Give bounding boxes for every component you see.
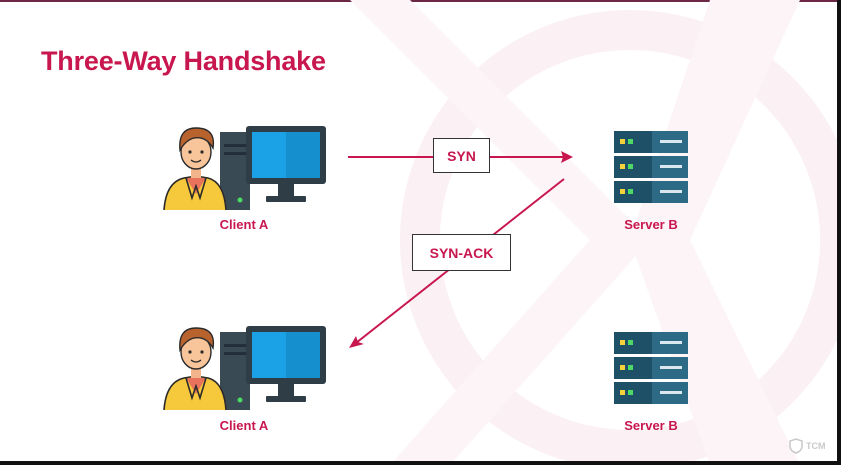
top-accent-bar bbox=[0, 0, 841, 2]
server-icon bbox=[614, 332, 688, 404]
server-top-label: Server B bbox=[624, 217, 678, 232]
bottom-edge-bar bbox=[0, 461, 841, 465]
syn-ack-arrowhead bbox=[349, 336, 364, 348]
server-bottom-label: Server B bbox=[624, 418, 678, 433]
shield-logo-icon bbox=[789, 438, 803, 454]
server-icon bbox=[614, 131, 688, 203]
slide-title: Three-Way Handshake bbox=[41, 46, 326, 76]
watermark-text: TCM bbox=[806, 441, 826, 451]
syn-ack-message-label: SYN-ACK bbox=[412, 234, 511, 271]
client-computer-icon bbox=[163, 126, 326, 211]
client-bottom-label: Client A bbox=[219, 418, 269, 433]
client-computer-icon bbox=[163, 326, 326, 411]
syn-arrowhead bbox=[561, 151, 573, 163]
right-edge-bar bbox=[837, 0, 841, 465]
syn-message-label: SYN bbox=[433, 138, 490, 173]
client-top-label: Client A bbox=[219, 217, 269, 232]
